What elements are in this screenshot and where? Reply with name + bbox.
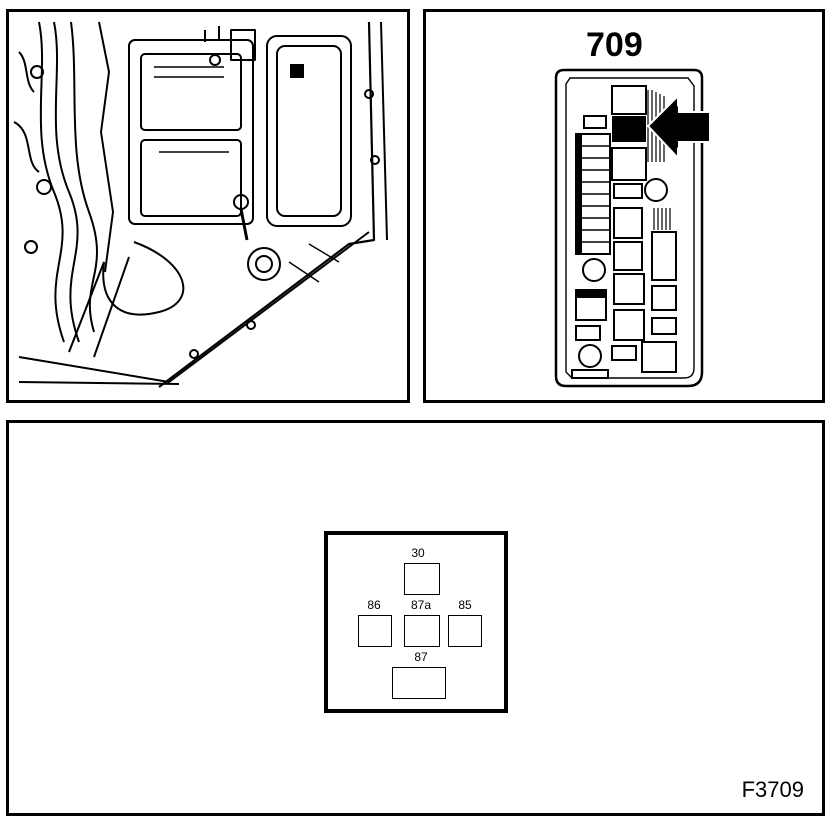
relay-socket: 30 86 87a 85 87 <box>324 531 508 713</box>
pin-87-label: 87 <box>414 650 428 664</box>
pin-85 <box>448 615 482 647</box>
fuse-box-layout-drawing <box>554 68 711 388</box>
fuse-box-number: 709 <box>586 26 643 64</box>
fuse-box-panel: 709 <box>423 9 825 403</box>
pin-87a <box>404 615 440 647</box>
relay-pinout-panel: 30 86 87a 85 87 F3709 <box>6 420 825 816</box>
pin-87a-label: 87a <box>410 598 432 612</box>
pin-30 <box>404 563 440 595</box>
pin-86 <box>358 615 392 647</box>
pin-30-label: 30 <box>411 546 425 560</box>
pin-85-label: 85 <box>458 598 472 612</box>
figure-code: F3709 <box>741 777 804 802</box>
pin-86-label: 86 <box>367 598 381 612</box>
engine-compartment-illustration <box>6 9 410 403</box>
pin-87 <box>392 667 446 699</box>
engine-bay-drawing <box>13 21 388 388</box>
